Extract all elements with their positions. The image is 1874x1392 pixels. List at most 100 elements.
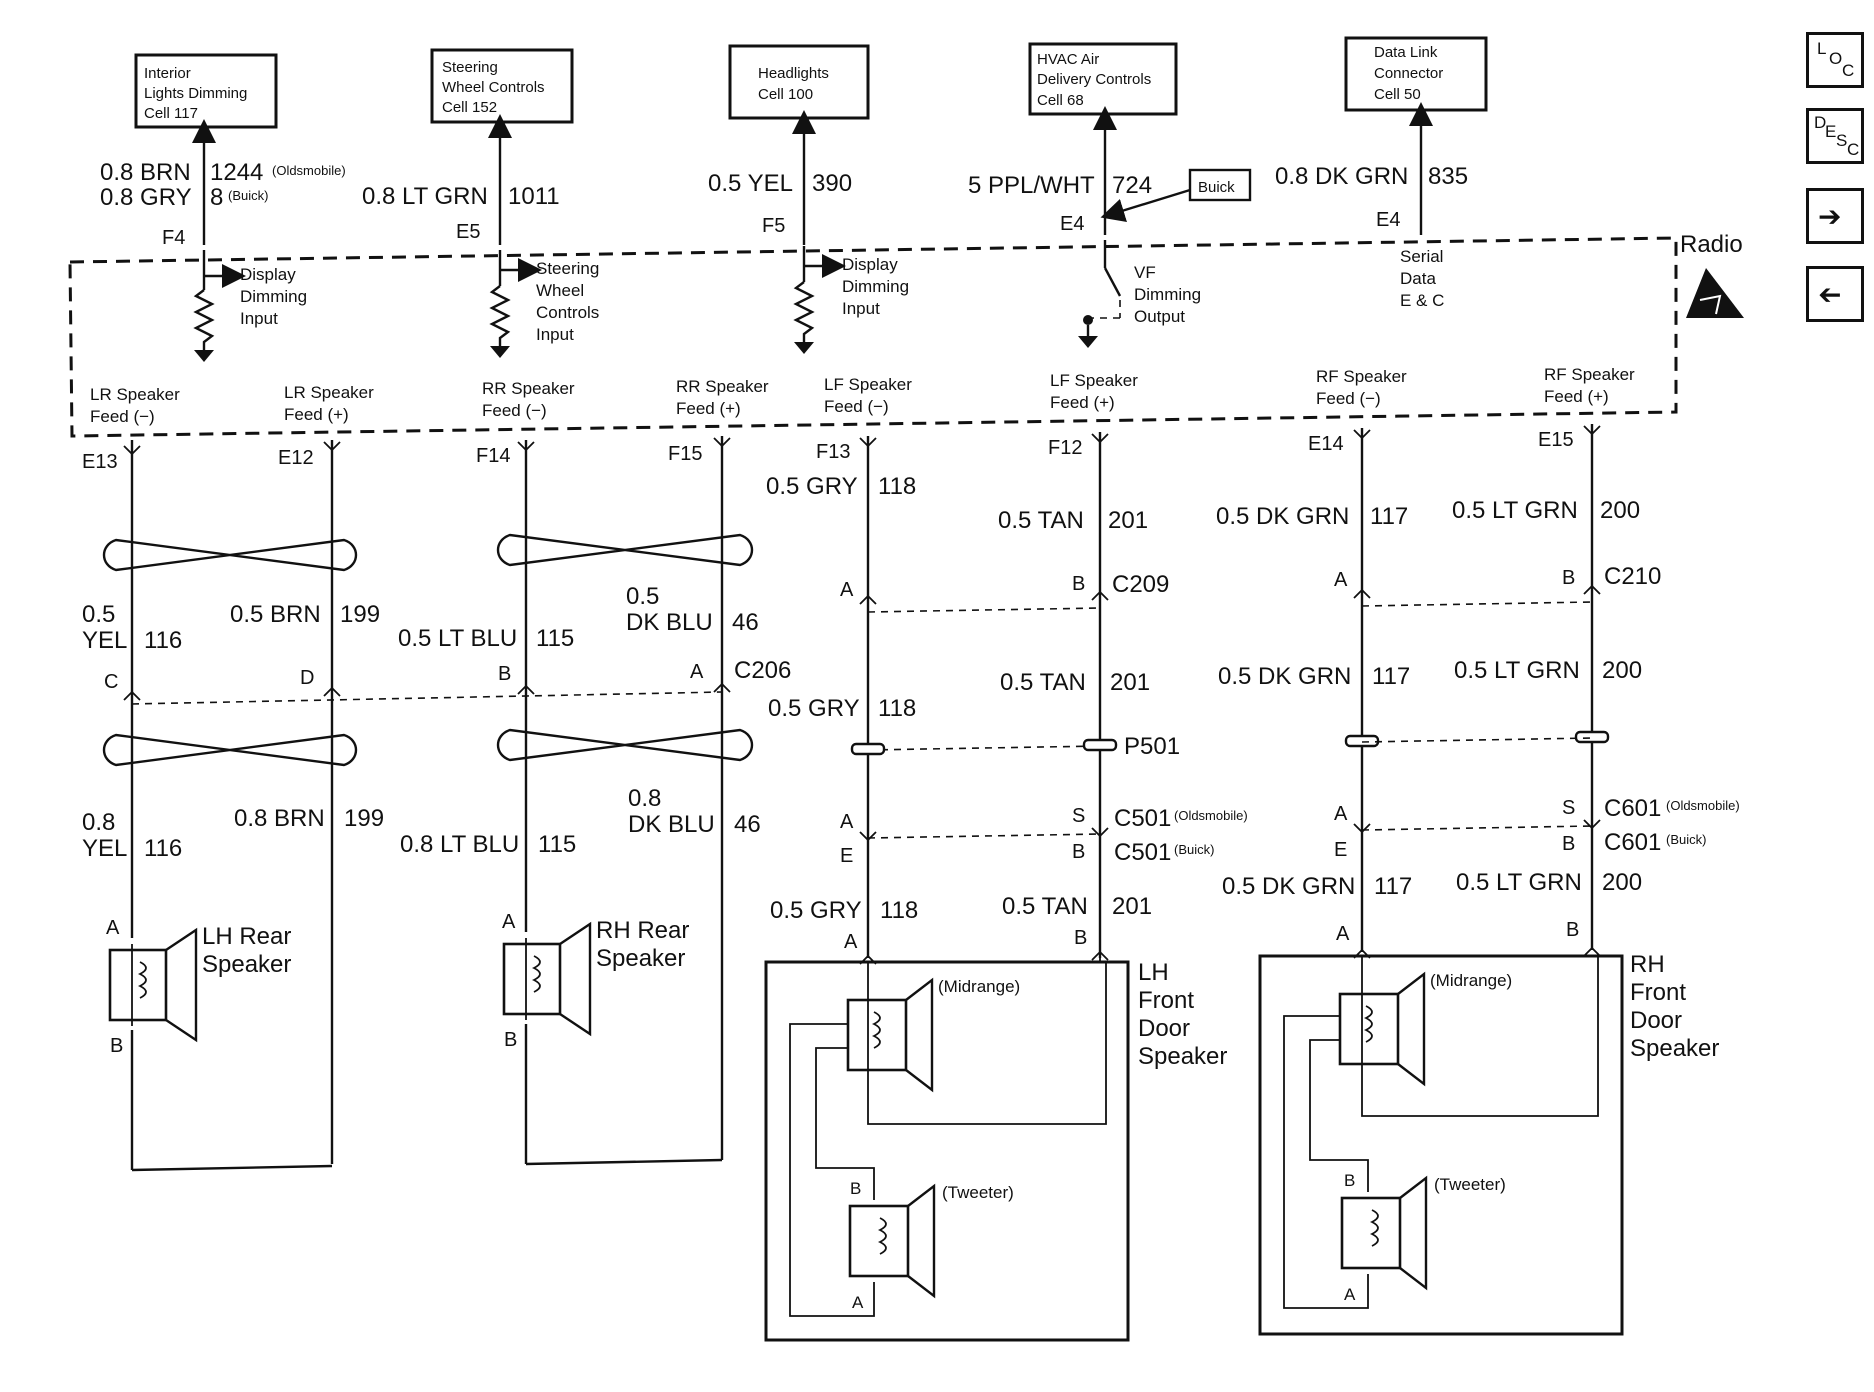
svg-text:Lights Dimming: Lights Dimming	[144, 85, 247, 102]
tweeter-pin: B	[1344, 1171, 1355, 1190]
c210-pin: B	[1562, 567, 1575, 589]
wire-label: 8	[210, 184, 223, 211]
midrange-label: (Midrange)	[938, 977, 1020, 996]
wire-label: 0.5 TAN	[998, 507, 1084, 534]
wire-label: 724	[1112, 172, 1152, 199]
radio-pin-e4-data: E4	[1376, 209, 1400, 231]
desc-button[interactable]: D E S C	[1806, 108, 1864, 164]
wire-label: 0.5 DK GRN	[1222, 873, 1355, 900]
c501-pin: E	[840, 845, 853, 867]
rh-front-speaker-label: Front	[1630, 979, 1686, 1006]
radio-input-label: Input	[536, 325, 574, 344]
wire-label: 1244	[210, 159, 263, 186]
lh-front-speaker-label: Speaker	[1138, 1043, 1227, 1070]
wire-label: 0.8 BRN	[100, 159, 191, 186]
tweeter-label: (Tweeter)	[942, 1183, 1014, 1202]
c206-pin: B	[498, 663, 511, 685]
feed-label: Feed (−)	[482, 401, 547, 420]
c601-pin: B	[1562, 833, 1575, 855]
top-wires	[192, 102, 1433, 245]
p501-label: P501	[1124, 733, 1180, 760]
feed-label: LF Speaker	[1050, 371, 1138, 390]
feed-label: Feed (−)	[90, 407, 155, 426]
wire-label: 0.8 GRY	[100, 184, 192, 211]
rh-front-speaker-label: RH	[1630, 951, 1665, 978]
wire-label: 200	[1602, 657, 1642, 684]
desc-letter-d: D	[1814, 113, 1827, 132]
wire-label: 201	[1108, 507, 1148, 534]
svg-text:Data Link: Data Link	[1374, 44, 1438, 61]
wire-label: 0.8	[628, 785, 661, 812]
c206-pin: A	[690, 661, 704, 683]
c501-label: C501	[1114, 805, 1171, 832]
radio-input-label: E & C	[1400, 291, 1444, 310]
wire-label: 0.5 DK GRN	[1216, 503, 1349, 530]
loc-letter-o: O	[1829, 49, 1843, 68]
c209-label: C209	[1112, 571, 1169, 598]
radio-input-label: Display	[842, 255, 898, 274]
speaker-pin: A	[106, 917, 120, 939]
wire-label: 0.8 LT GRN	[362, 183, 488, 210]
feed-label: Feed (−)	[1316, 389, 1381, 408]
wire-label: 200	[1600, 497, 1640, 524]
c206-pin: C	[104, 671, 118, 693]
wire-label: 117	[1370, 503, 1408, 530]
speaker-pin: B	[110, 1035, 123, 1057]
radio-input-label: Dimming	[842, 277, 909, 296]
radio-pin: E12	[278, 447, 314, 469]
rh-front-speaker-label: Door	[1630, 1007, 1682, 1034]
tweeter-label: (Tweeter)	[1434, 1175, 1506, 1194]
olds-note: (Oldsmobile)	[1174, 808, 1248, 823]
c501-pin: B	[1072, 841, 1085, 863]
radio-pin-f4: F4	[162, 227, 185, 249]
desc-letter-e: E	[1825, 122, 1837, 141]
wire-label: DK BLU	[628, 811, 715, 838]
radio-input-label: Display	[240, 265, 296, 284]
c209-pin: B	[1072, 573, 1085, 595]
svg-text:Cell 152: Cell 152	[442, 99, 497, 116]
rf-speaker-pin: A	[1336, 923, 1350, 945]
svg-text:Cell 68: Cell 68	[1037, 92, 1084, 109]
c210-pin: A	[1334, 569, 1348, 591]
svg-text:Interior: Interior	[144, 65, 191, 82]
c501-label: C501	[1114, 839, 1171, 866]
esd-warning-icon	[1686, 268, 1744, 318]
radio-pin: E13	[82, 451, 118, 473]
loc-button[interactable]: L O C	[1806, 32, 1864, 88]
wire-label: 0.8 LT BLU	[400, 831, 519, 858]
tweeter-pin: A	[1344, 1285, 1356, 1304]
wire-label: 0.5 YEL	[708, 170, 793, 197]
buick-note: (Buick)	[1174, 842, 1214, 857]
feed-label: Feed (+)	[1050, 393, 1115, 412]
wire-label: 0.5 TAN	[1002, 893, 1088, 920]
wire-label: 118	[880, 897, 918, 924]
wire-label: 117	[1374, 873, 1412, 900]
vf-dimming-output	[1078, 240, 1122, 348]
steering-wheel-controls-box: Steering Wheel Controls Cell 152	[430, 48, 574, 124]
buick-tag: Buick	[1100, 168, 1252, 222]
wire-label: 0.5 GRY	[770, 897, 862, 924]
wire-label: 0.5 LT BLU	[398, 625, 517, 652]
data-link-connector-box: Data Link Connector Cell 50	[1344, 36, 1488, 112]
c209-pin: A	[840, 579, 854, 601]
c601-pin: A	[1334, 803, 1348, 825]
feed-label: Feed (+)	[676, 399, 741, 418]
radio-input-label: VF	[1134, 263, 1156, 282]
loc-letter-l: L	[1817, 39, 1827, 58]
c601-label: C601	[1604, 829, 1661, 856]
radio-pin: E15	[1538, 429, 1574, 451]
svg-text:Connector: Connector	[1374, 65, 1443, 82]
wire-label: YEL	[82, 627, 127, 654]
next-button[interactable]: ➔	[1806, 188, 1864, 244]
svg-text:Buick: Buick	[1198, 179, 1235, 196]
front-wires	[850, 424, 1610, 958]
wire-label: 0.8 DK GRN	[1275, 163, 1408, 190]
rf-speaker-pin: B	[1566, 919, 1579, 941]
speaker-pin: A	[502, 911, 516, 933]
lh-rear-speaker-label: Speaker	[202, 951, 291, 978]
back-button[interactable]: ➔	[1806, 266, 1864, 322]
c501-pin: A	[840, 811, 854, 833]
wire-label: YEL	[82, 835, 127, 862]
c601-pin: E	[1334, 839, 1347, 861]
